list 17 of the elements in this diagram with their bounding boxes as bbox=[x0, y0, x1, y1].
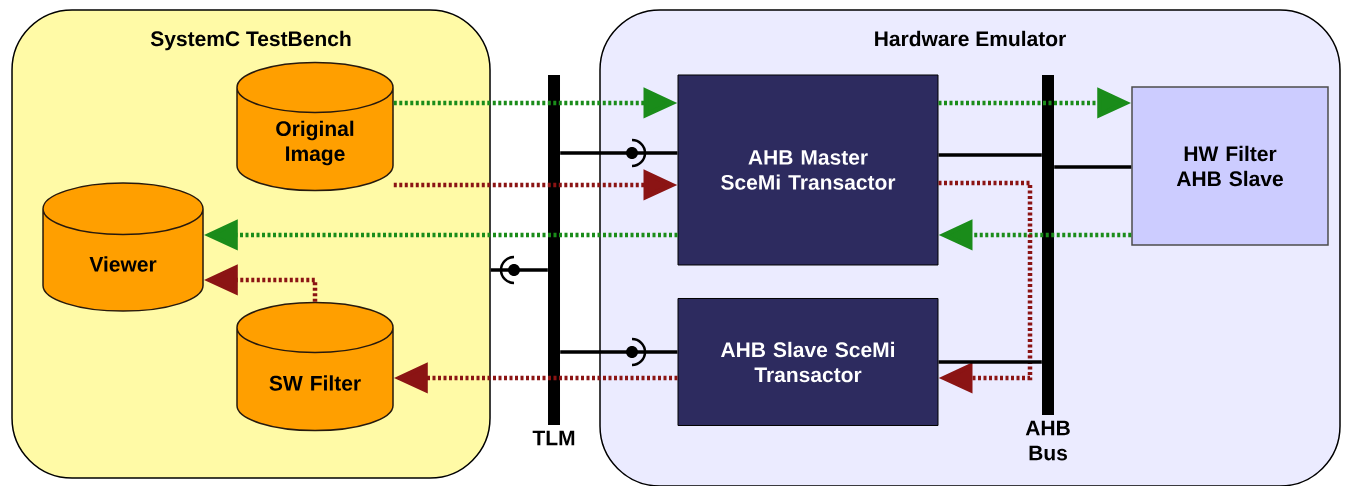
tlm-connector bbox=[560, 151, 678, 155]
node-label: AHB Bus bbox=[1025, 420, 1070, 461]
database-cylinder: Original Image bbox=[236, 61, 394, 192]
bus-bar: TLM bbox=[532, 75, 575, 446]
bus-bar: AHB Bus bbox=[1025, 75, 1070, 461]
tlm-connector bbox=[938, 153, 1042, 157]
node-label: TLM bbox=[532, 430, 575, 446]
dotted-arrow bbox=[938, 180, 1033, 394]
tlm-connector bbox=[938, 360, 1042, 364]
transactor-box: AHB Slave SceMi Transactor bbox=[677, 298, 939, 426]
filter-box: HW Filter AHB Slave bbox=[1131, 86, 1329, 246]
tlm-connector bbox=[1054, 165, 1132, 169]
transactor-box: AHB Master SceMi Transactor bbox=[677, 74, 939, 266]
database-cylinder: Viewer bbox=[42, 182, 204, 312]
database-cylinder: SW Filter bbox=[236, 301, 394, 432]
tlm-connector bbox=[560, 350, 678, 354]
tlm-connector bbox=[490, 268, 548, 272]
